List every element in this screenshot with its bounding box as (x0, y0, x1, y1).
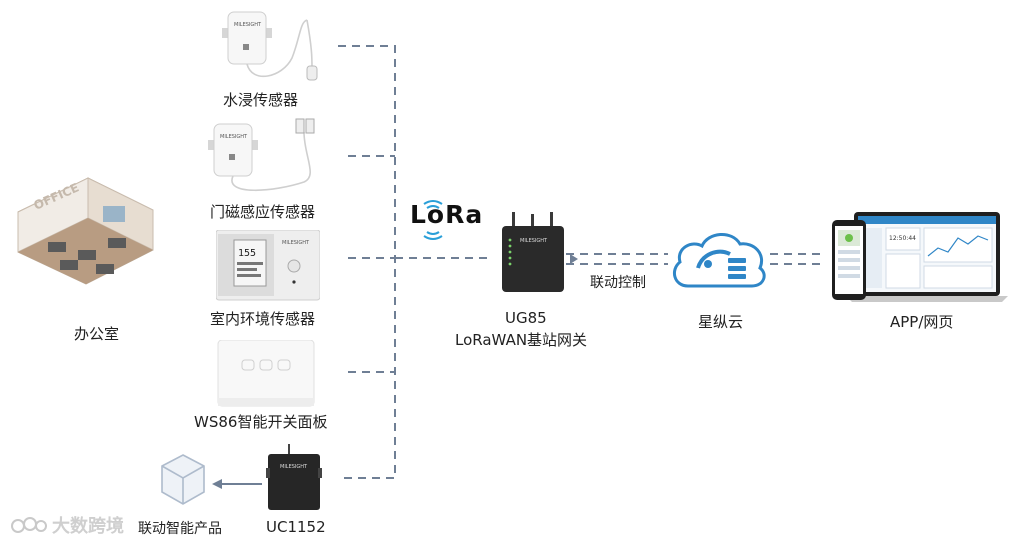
lora-logo: LoRa (410, 196, 490, 246)
watermark-text: 大数跨境 (52, 516, 124, 537)
cloud-icon (668, 224, 770, 292)
ug85-desc: LoRaWAN基站网关 (455, 331, 588, 349)
linked-product-arrow-head (212, 479, 222, 489)
app-clock: 12:50:44 (889, 235, 916, 242)
door-sensor-label: 门磁感应传感器 (210, 203, 316, 221)
lora-logo-text: LoRa (410, 200, 484, 229)
env-brand: MILESIGHT (282, 240, 310, 246)
ug85-brand: MILESIGHT (520, 238, 548, 244)
watermark: 大数跨境 (10, 512, 124, 538)
lora-waves-icon (423, 200, 443, 240)
bus-line (338, 45, 396, 479)
door-brand: MILESIGHT (220, 134, 248, 140)
link-control-arrow (570, 254, 578, 264)
cube-icon (158, 452, 208, 508)
app-web-image: 12:50:44 (832, 208, 1012, 304)
linked-product-label: 联动智能产品 (138, 521, 222, 537)
ug85-name: UG85 (505, 309, 547, 327)
office-illustration: OFFICE (8, 172, 158, 290)
switch-panel-image (214, 339, 318, 410)
uc1152-label: UC1152 (266, 518, 326, 536)
water-leak-sensor-image: MILESIGHT (212, 8, 330, 88)
office-label: 办公室 (74, 325, 120, 343)
door-sensor-image: MILESIGHT (204, 116, 332, 198)
switch-panel-label: WS86智能开关面板 (194, 413, 328, 431)
ug85-gateway-image: MILESIGHT (498, 212, 568, 294)
uc1152-image: MILESIGHT (266, 444, 322, 512)
app-web-label: APP/网页 (890, 313, 954, 331)
link-control-label: 联动控制 (590, 275, 646, 291)
cloud-label: 星纵云 (698, 313, 744, 331)
env-sensor-image: 155 MILESIGHT (215, 229, 321, 302)
water-leak-sensor-label: 水浸传感器 (223, 91, 299, 109)
water-brand: MILESIGHT (234, 22, 262, 28)
uc-brand: MILESIGHT (280, 464, 308, 470)
env-sensor-label: 室内环境传感器 (210, 310, 316, 328)
watermark-logo-icon (11, 517, 47, 533)
env-display-value: 155 (238, 248, 256, 259)
